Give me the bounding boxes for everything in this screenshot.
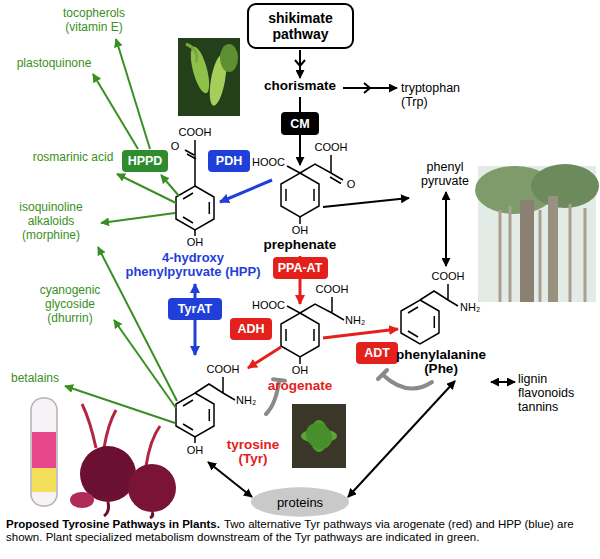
atom-label: COOH: [430, 270, 466, 282]
compound-name: tyrosine (Tyr): [220, 438, 286, 466]
test-tube-photo: [31, 398, 57, 506]
compound-name: phenylalanine (Phe): [394, 348, 488, 376]
node-text: HPPD: [128, 154, 163, 168]
enzyme-box: HPPD: [122, 150, 168, 172]
node-text: ADT: [364, 346, 390, 360]
soybean-photo: [178, 38, 240, 116]
beet-photo: [70, 404, 176, 518]
node-text: PPA-AT: [278, 261, 323, 275]
node-text: ADH: [237, 322, 264, 336]
atom-label: O: [169, 140, 181, 152]
ellipse-shape: [251, 487, 349, 516]
atom-label: COOH: [176, 126, 214, 138]
pathway-box: shikimate pathway: [247, 3, 354, 49]
protein-ellipse: proteins: [250, 486, 350, 518]
compound-name: 4-hydroxy phenylpyruvate (HPP): [118, 251, 268, 279]
atom-label: HOOC: [245, 156, 285, 168]
arogenate-structure: [281, 297, 344, 364]
metabolite-label: plastoquinone: [8, 56, 100, 70]
atom-label: OH: [288, 364, 312, 376]
enzyme-box: CM: [281, 112, 319, 135]
compound-name: arogenate: [258, 379, 342, 393]
arogenate-pathway-arrows: [248, 256, 398, 368]
compound-name: phenyl pyruvate: [414, 160, 476, 188]
enzyme-box: TyrAT: [168, 298, 222, 320]
arabidopsis-photo: [292, 404, 346, 468]
atom-label: NH₂: [345, 314, 371, 326]
node-text: TyrAT: [178, 302, 212, 316]
node-text: PDH: [216, 154, 242, 168]
metabolite-label: cyanogenic glycoside (dhurrin): [28, 283, 112, 325]
metabolite-label: rosmarinic acid: [26, 150, 120, 164]
phenylalanine-structure: [401, 284, 458, 344]
enzyme-box: ADT: [356, 342, 398, 364]
node-text: proteins: [277, 495, 323, 510]
atom-label: OH: [288, 224, 312, 236]
compound-name: chorismate: [255, 79, 345, 93]
enzyme-box: ADH: [230, 318, 272, 340]
node-text: CM: [290, 117, 309, 131]
product-label: lignin flavonoids tannins: [518, 372, 594, 414]
atom-label: OH: [183, 444, 207, 456]
atom-label: NH₂: [460, 301, 486, 313]
atom-label: HOOC: [245, 299, 285, 311]
caption-title: Proposed Tyrosine Pathways in Plants.: [6, 518, 220, 530]
prephenate-structure: [281, 155, 343, 224]
tree-photo: [475, 164, 599, 302]
atom-label: COOH: [313, 141, 349, 153]
metabolite-label: isoquinoline alkaloids (morphine): [6, 200, 96, 242]
figure-caption: Proposed Tyrosine Pathways in Plants.Two…: [6, 518, 594, 544]
specialized-metabolism-arrows: [65, 39, 179, 423]
enzyme-box: PDH: [208, 150, 250, 172]
node-text: shikimate pathway: [252, 10, 349, 42]
metabolite-label: betalains: [4, 371, 66, 385]
tyrosine-structure: [176, 377, 235, 443]
metabolite-label: tocopherols (vitamin E): [50, 6, 138, 34]
atom-label: COOH: [205, 363, 241, 375]
compound-name: prephenate: [255, 238, 345, 252]
atom-label: COOH: [314, 283, 350, 295]
compound-name: tryptophan (Trp): [401, 81, 473, 109]
atom-label: NH₂: [236, 394, 262, 406]
atom-label: OH: [183, 236, 207, 248]
enzyme-box: PPA-AT: [273, 257, 328, 279]
atom-label: O: [345, 178, 357, 190]
